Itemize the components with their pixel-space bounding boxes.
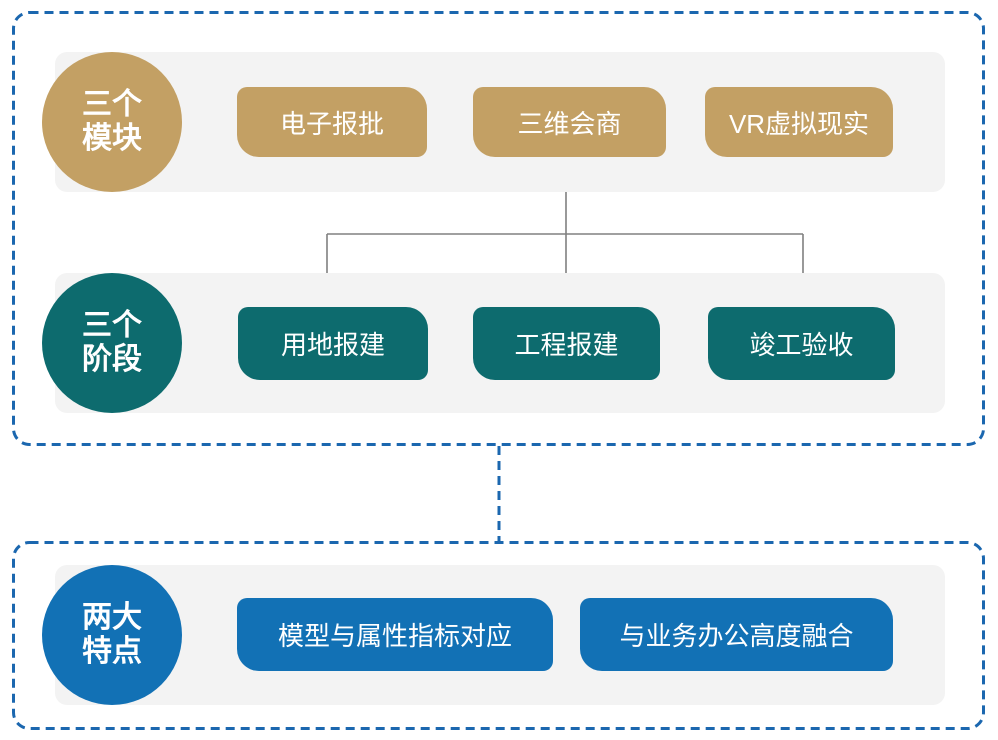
stages-badge-circle: 三个 阶段 [42, 273, 182, 413]
modules-badge-line1: 三个 [82, 88, 142, 122]
modules-badge-circle: 三个 模块 [42, 52, 182, 192]
stage-box-completion-acceptance-label: 竣工验收 [749, 330, 854, 360]
module-box-e-approval-label: 电子报批 [279, 108, 384, 139]
stage-box-construction-application: 工程报建 [473, 307, 660, 380]
features-badge-circle: 两大 特点 [42, 565, 182, 705]
modules-badge-line2: 模块 [82, 122, 142, 155]
module-box-vr-label: VR虚拟现实 [728, 108, 870, 139]
module-box-3d-consultation-label: 三维会商 [517, 108, 622, 139]
feature-box-model-attribute-mapping-label: 模型与属性指标对应 [277, 621, 512, 651]
stages-badge-line1: 三个 [82, 309, 142, 343]
module-box-3d-consultation: 三维会商 [473, 87, 666, 157]
features-badge-line2: 特点 [82, 635, 142, 668]
feature-box-office-integration: 与业务办公高度融合 [580, 598, 893, 671]
modules-to-stages-tree-lines [326, 192, 804, 274]
module-box-e-approval: 电子报批 [237, 87, 427, 157]
stage-box-completion-acceptance: 竣工验收 [708, 307, 895, 380]
feature-box-office-integration-label: 与业务办公高度融合 [619, 621, 854, 651]
stage-box-construction-application-label: 工程报建 [514, 330, 619, 360]
features-badge-line1: 两大 [82, 601, 142, 635]
stages-badge-line2: 阶段 [82, 343, 142, 376]
stage-box-land-application-label: 用地报建 [280, 330, 385, 360]
module-box-vr: VR虚拟现实 [705, 87, 893, 157]
feature-box-model-attribute-mapping: 模型与属性指标对应 [237, 598, 553, 671]
stage-box-land-application: 用地报建 [238, 307, 428, 380]
